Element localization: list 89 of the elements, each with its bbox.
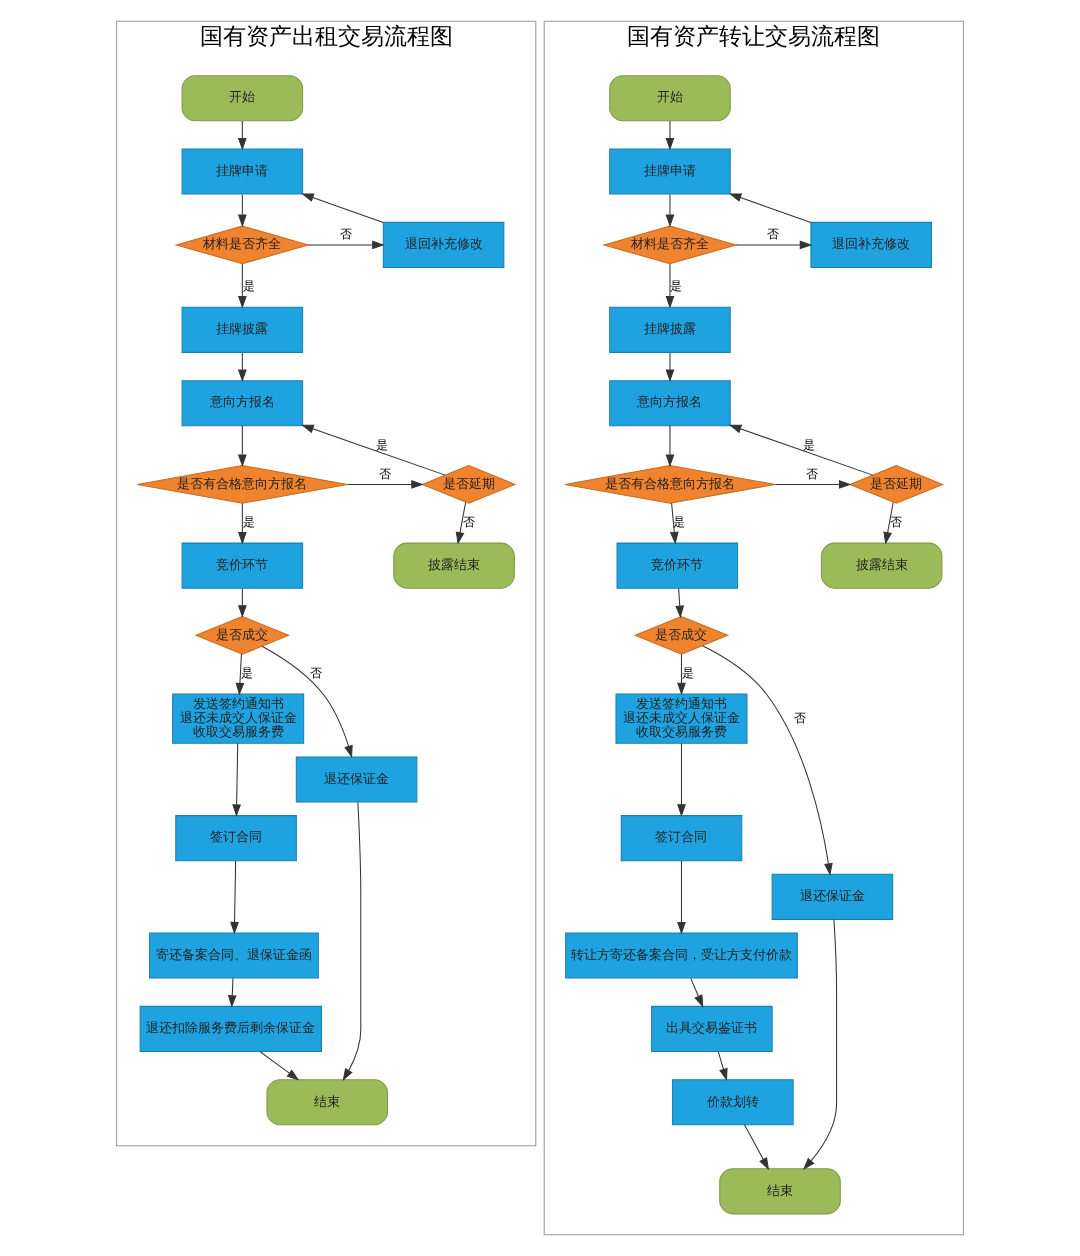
arrow [455, 501, 467, 545]
node-box: 寄还备案合同、退保证金函 [149, 932, 319, 979]
arrow [235, 653, 245, 696]
node-box: 开始 [609, 75, 731, 122]
arrow [230, 860, 239, 935]
arrow [802, 918, 838, 1170]
edge-label: 是 [240, 667, 253, 680]
arrow [232, 742, 242, 817]
node-box: 退还扣除服务费后剩余保证金 [139, 1005, 322, 1052]
arrow [665, 120, 675, 151]
edge-label: 是 [375, 438, 388, 451]
arrow [702, 645, 833, 876]
arrow [665, 263, 675, 309]
arrow [677, 860, 686, 935]
node-box: 披露结束 [820, 542, 943, 589]
arrow [690, 977, 704, 1008]
arrow [347, 480, 424, 489]
arrow [735, 240, 813, 250]
node-box: 挂牌申请 [181, 148, 304, 195]
node-diamond: 是否有合格意向方报名 [136, 465, 348, 504]
edge-label: 是 [803, 438, 816, 451]
node-box: 意向方报名 [181, 380, 304, 427]
arrow [237, 263, 247, 309]
edge-label: 否 [793, 711, 806, 724]
edge-label: 否 [309, 667, 322, 680]
edge-label: 否 [806, 467, 819, 480]
arrow [227, 977, 237, 1008]
node-box: 开始 [181, 75, 304, 122]
node-diamond: 是否成交 [633, 615, 730, 655]
node-box: 转让方寄还备案合同，受让方支付价款 [565, 932, 798, 979]
node-box: 发送签约通知书 退还未成交人保证金 收取交易服务费 [172, 693, 305, 744]
arrow [261, 645, 353, 759]
edge-label: 是 [673, 516, 686, 529]
arrow [301, 193, 384, 224]
node-box: 价款划转 [672, 1079, 794, 1126]
edge-label: 否 [890, 516, 903, 529]
node-box: 发送签约通知书 退还未成交人保证金 收取交易服务费 [615, 693, 748, 744]
node-diamond: 是否延期 [848, 465, 945, 504]
arrow [237, 193, 247, 228]
node-box: 退还保证金 [771, 873, 894, 920]
edge-label: 是 [670, 280, 683, 293]
arrow [717, 1051, 728, 1082]
arrow [237, 502, 247, 545]
arrow [677, 742, 686, 817]
node-box: 结束 [266, 1079, 389, 1126]
node-box: 挂牌申请 [609, 148, 731, 195]
arrow [665, 352, 675, 383]
arrow [342, 801, 362, 1081]
node-box: 退回补充修改 [810, 221, 932, 268]
node-box: 竞价环节 [181, 542, 304, 589]
node-diamond: 材料是否齐全 [174, 225, 311, 265]
edge-label: 是 [242, 280, 255, 293]
arrow [308, 240, 385, 250]
arrow [675, 587, 685, 619]
arrow [728, 193, 812, 224]
node-box: 出具交易鉴证书 [651, 1005, 773, 1052]
node-box: 挂牌披露 [181, 306, 304, 353]
node-box: 签订合同 [620, 815, 743, 862]
node-box: 意向方报名 [609, 380, 731, 427]
node-diamond: 是否有合格意向方报名 [564, 465, 776, 504]
arrow [743, 1124, 770, 1171]
edge-label: 否 [339, 228, 352, 241]
edge-label: 是 [242, 516, 255, 529]
node-box: 退回补充修改 [382, 221, 505, 268]
edge-label: 否 [378, 467, 391, 480]
node-diamond: 是否延期 [421, 465, 517, 504]
arrow [883, 501, 894, 545]
arrow [677, 653, 686, 696]
node-box: 挂牌披露 [609, 306, 731, 353]
arrow [301, 424, 446, 476]
arrow [728, 424, 874, 476]
arrow [259, 1051, 300, 1081]
arrow [237, 587, 247, 618]
node-box: 退还保证金 [295, 756, 418, 803]
arrow [237, 120, 247, 151]
node-box: 披露结束 [393, 542, 515, 589]
arrow [665, 425, 675, 468]
arrow [669, 502, 679, 545]
node-box: 结束 [719, 1168, 841, 1215]
arrow [665, 193, 675, 228]
node-diamond: 材料是否齐全 [602, 225, 738, 265]
node-diamond: 是否成交 [194, 615, 291, 655]
edge-label: 否 [767, 228, 780, 241]
node-box: 签订合同 [175, 815, 297, 862]
edge-label: 否 [462, 516, 475, 529]
arrow [237, 425, 247, 468]
node-box: 竞价环节 [616, 542, 739, 589]
arrow [774, 480, 852, 489]
edge-label: 是 [681, 667, 694, 680]
